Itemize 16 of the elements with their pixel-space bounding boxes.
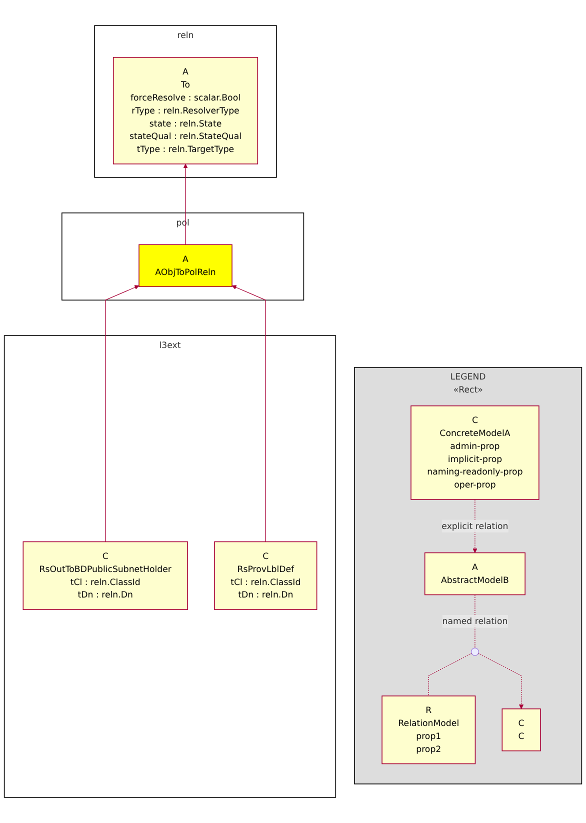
edge-label: named relation: [442, 616, 508, 626]
node-box: A To forceResolve : scalar.Bool rType : reln.ResolverType state : reln.State stateQual : reln.StateQual tType : reln.TargetType: [112, 56, 258, 164]
edge-label: explicit relation: [442, 520, 508, 531]
arrow: [105, 285, 140, 542]
node-circle: [470, 648, 479, 656]
node-box: A AObjToPolReln: [138, 244, 232, 288]
node-box: A AbstractModelB: [424, 552, 526, 596]
node-box: C ConcreteModelA admin-prop implicit-prop naming-readonly-prop oper-prop: [410, 405, 540, 500]
node-box: C RsOutToBDPublicSubnetHolder tCl : reln.ClassId tDn : reln.Dn: [22, 541, 188, 610]
arrow: [478, 653, 524, 710]
node-box: C C: [502, 708, 541, 752]
arrow: [183, 164, 188, 245]
node-box: C RsProvLblDef tCl : reln.ClassId tDn : reln.Dn: [214, 541, 318, 610]
node-box: R RelationModel prop1 prop2: [382, 696, 476, 764]
connector: [428, 653, 472, 696]
arrow: [232, 285, 266, 542]
